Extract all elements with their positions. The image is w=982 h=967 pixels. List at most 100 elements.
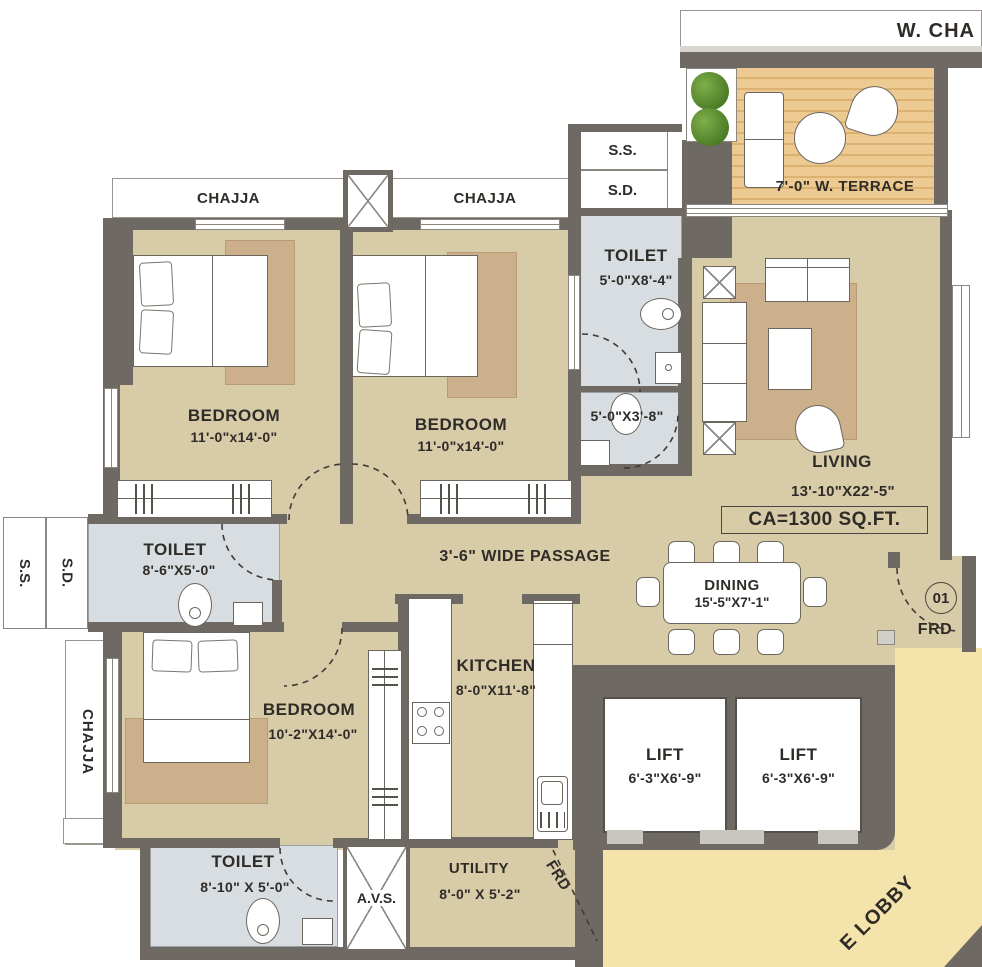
chajja-band-left-label: CHAJJA [196, 189, 260, 207]
pillow [138, 309, 175, 355]
dining-chair [757, 629, 784, 655]
wall [398, 600, 408, 845]
avs-shaft: A.V.S. [343, 843, 410, 953]
terrace-top-wall [680, 52, 982, 68]
kitchen-dims: 8'-0"X11'-8" [455, 682, 537, 698]
wall [398, 837, 558, 848]
terrace-label: 7'-0" W. TERRACE [775, 178, 915, 195]
window-terrace-sliding [686, 204, 948, 217]
toilet-top-dims: 5'-0"X8'-4" [599, 272, 673, 288]
frd-main-label: FRD [917, 621, 953, 638]
dining-chair [713, 629, 740, 655]
end-table [703, 266, 736, 299]
sd-left-label: S.D. [55, 558, 79, 588]
wall [407, 514, 580, 524]
chajja-band-right-label: CHAJJA [453, 189, 517, 207]
hanger-marks [135, 484, 159, 514]
lift-sill [700, 830, 764, 844]
wall [522, 594, 580, 604]
chajja-side-label: CHAJJA [79, 709, 96, 776]
wall [340, 228, 353, 468]
entry-door-leaf [877, 630, 895, 645]
wc-lid [257, 924, 269, 936]
wc [246, 898, 280, 944]
hanger-marks [372, 668, 398, 690]
wc-lid [189, 607, 201, 619]
utility-label: UTILITY [448, 860, 510, 877]
ss-left-label: S.S. [13, 558, 36, 588]
window-living-right [952, 285, 970, 438]
coffee-table [768, 328, 812, 390]
bedroom2-dims: 11'-0"x14'-0" [417, 438, 505, 454]
pillar [682, 140, 732, 258]
carpet-area-label: CA=1300 SQ.FT. [748, 509, 901, 530]
toilet-bottom-label: TOILET [211, 852, 275, 871]
dining-dims: 15'-5"X7'-1" [694, 594, 770, 610]
hanger-marks [372, 788, 398, 810]
pillow [138, 261, 175, 307]
passage-label: 3'-6" WIDE PASSAGE [439, 548, 611, 565]
bedroom3-dims: 10'-2"X14'-0" [268, 726, 358, 742]
terrace-sofa [744, 92, 784, 188]
door-number-label: 01 [932, 589, 950, 607]
wall [568, 124, 682, 132]
sink-bowl [541, 781, 563, 805]
terrace-table [794, 112, 846, 164]
lift-1-label: LIFT [646, 744, 684, 764]
living-dims: 13'-10"X22'-5" [791, 483, 895, 500]
wall [140, 838, 150, 948]
wall [103, 225, 133, 385]
duct-shaft [343, 170, 393, 232]
avs-label: A.V.S. [354, 890, 399, 906]
wall [140, 947, 603, 960]
wall [572, 208, 692, 216]
lift-2-dims: 6'-3"X6'-9" [761, 769, 836, 786]
sd-box-left: S.D. [46, 517, 88, 629]
wc [640, 298, 682, 330]
living-label: LIVING [812, 452, 872, 471]
wall [577, 386, 680, 392]
window-bedroom1-top [195, 219, 285, 230]
bedroom1-dims: 11'-0"x14'-0" [190, 429, 278, 445]
pillow [197, 639, 239, 673]
toilet-bottom-dims: 8'-10" X 5'-0" [200, 879, 290, 895]
dining-chair [668, 629, 695, 655]
toilet-mid-dims: 5'-0"X3'-8" [590, 408, 664, 424]
wall [888, 552, 900, 568]
burner [417, 707, 427, 717]
lift-2-label: LIFT [779, 744, 818, 764]
hanger-marks [528, 484, 552, 514]
window-bedroom1-left [104, 388, 118, 468]
w-chajja-label: W. CHA [896, 19, 975, 42]
dining-chair [803, 577, 827, 607]
plant-icon [691, 108, 729, 146]
sd-box-top: S.D. [577, 170, 668, 210]
bedroom3-label: BEDROOM [262, 700, 356, 719]
pillow [356, 282, 393, 328]
wc [178, 583, 212, 627]
burner [417, 726, 427, 736]
basin-dot [665, 364, 672, 371]
wall [88, 622, 284, 632]
lift-1: LIFT 6'-3"X6'-9" [603, 697, 727, 833]
lift-sill [818, 830, 858, 844]
kitchen-stove [412, 702, 450, 744]
bedroom2-label: BEDROOM [414, 415, 508, 434]
wall [340, 468, 353, 524]
pillow [356, 328, 393, 376]
ss-box-left: S.S. [3, 517, 46, 629]
window-bedroom3-left [106, 658, 119, 793]
wall [272, 580, 282, 632]
window-bedroom2-right [568, 275, 580, 370]
wall [103, 838, 280, 848]
lobby-floor-bottom [603, 850, 982, 967]
bedroom1-label: BEDROOM [187, 406, 281, 425]
wall [962, 556, 976, 652]
chajja-band-right: CHAJJA [392, 178, 578, 218]
lift-1-dims: 6'-3"X6'-9" [628, 769, 702, 786]
window-bedroom2-top [420, 219, 560, 230]
wall [88, 514, 287, 524]
toilet-top-label: TOILET [604, 246, 668, 265]
dining-label: DINING [704, 576, 760, 594]
burner [434, 726, 444, 736]
